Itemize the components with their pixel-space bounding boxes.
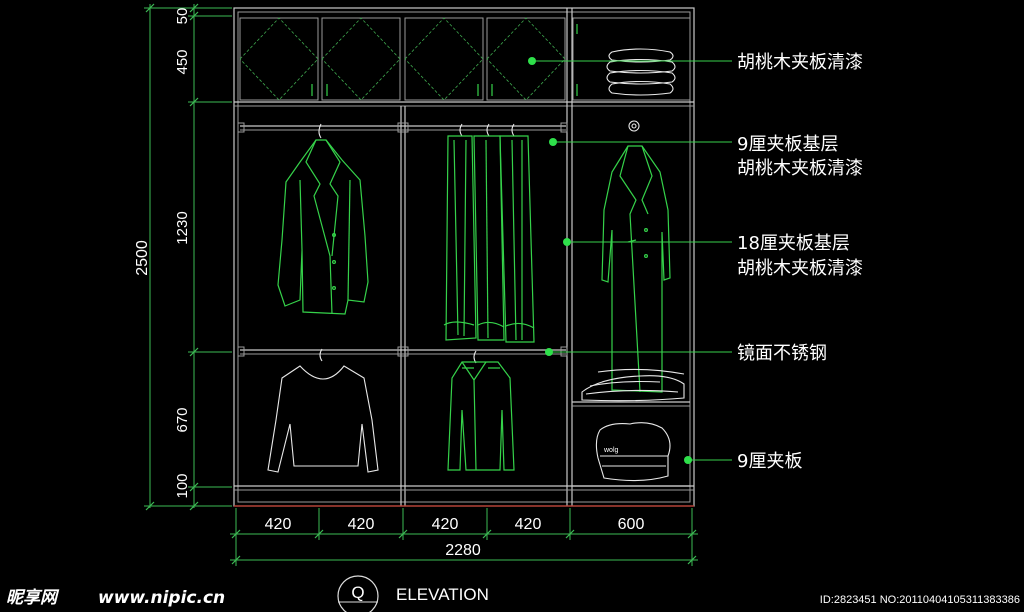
folded-towels-icon (606, 48, 676, 96)
trousers-icon (443, 123, 535, 343)
annotation-walnut-veneer: 胡桃木夹板清漆 (737, 52, 863, 73)
dim-horizontal-segment: 420 (265, 516, 292, 533)
dim-overall-width: 2280 (445, 542, 481, 559)
vertical-dimensions: 2500 50 450 1230 670 100 (134, 3, 232, 511)
svg-text:wolg: wolg (603, 447, 619, 454)
sweater-icon (267, 348, 379, 473)
dim-horizontal-segment: 420 (432, 516, 459, 533)
elevation-title: ELEVATION (396, 585, 489, 604)
laundry-bag-icon: wolg (595, 422, 671, 482)
annotation-mirror-stainless-steel: 镜面不锈钢 (737, 343, 827, 364)
annotation-walnut-veneer: 胡桃木夹板清漆 (737, 258, 863, 279)
dim-vertical-segment: 50 (174, 8, 191, 25)
shirt-icon (447, 350, 515, 471)
watermark-url: www.nipic.cn (98, 588, 225, 608)
annotation-9mm-plywood: 9厘夹板 (737, 451, 802, 472)
folded-clothes-icon (581, 368, 685, 402)
watermark-logo: 昵享网 (6, 588, 60, 608)
annotation-18mm-plywood-base: 18厘夹板基层 (737, 233, 850, 254)
annotation-walnut-veneer: 胡桃木夹板清漆 (737, 158, 863, 179)
long-coat-icon (601, 120, 671, 393)
watermark: 昵享网 www.nipic.cn ID:2823451 NO:201104041… (6, 588, 1020, 608)
jacket-icon (277, 123, 369, 315)
dim-vertical-segment: 1230 (174, 211, 191, 244)
horizontal-dimensions: 420 420 420 420 600 2280 (230, 508, 698, 566)
elevation-title-tag: Q ELEVATION (337, 575, 489, 612)
annotation-9mm-plywood-base: 9厘夹板基层 (737, 134, 838, 155)
dim-vertical-segment: 100 (174, 473, 191, 498)
material-annotations: 胡桃木夹板清漆 9厘夹板基层 胡桃木夹板清漆 18厘夹板基层 胡桃木夹板清漆 镜… (528, 52, 863, 472)
dim-horizontal-segment: 600 (618, 516, 645, 533)
dim-vertical-segment: 670 (174, 407, 191, 432)
clothing-items: wolg (267, 48, 685, 482)
dim-horizontal-segment: 420 (515, 516, 542, 533)
dim-horizontal-segment: 420 (348, 516, 375, 533)
dim-vertical-segment: 450 (174, 49, 191, 74)
elevation-symbol: Q (351, 583, 364, 602)
dim-overall-height: 2500 (134, 240, 151, 276)
watermark-id: ID:2823451 NO:20110404105311383386 (820, 594, 1020, 606)
